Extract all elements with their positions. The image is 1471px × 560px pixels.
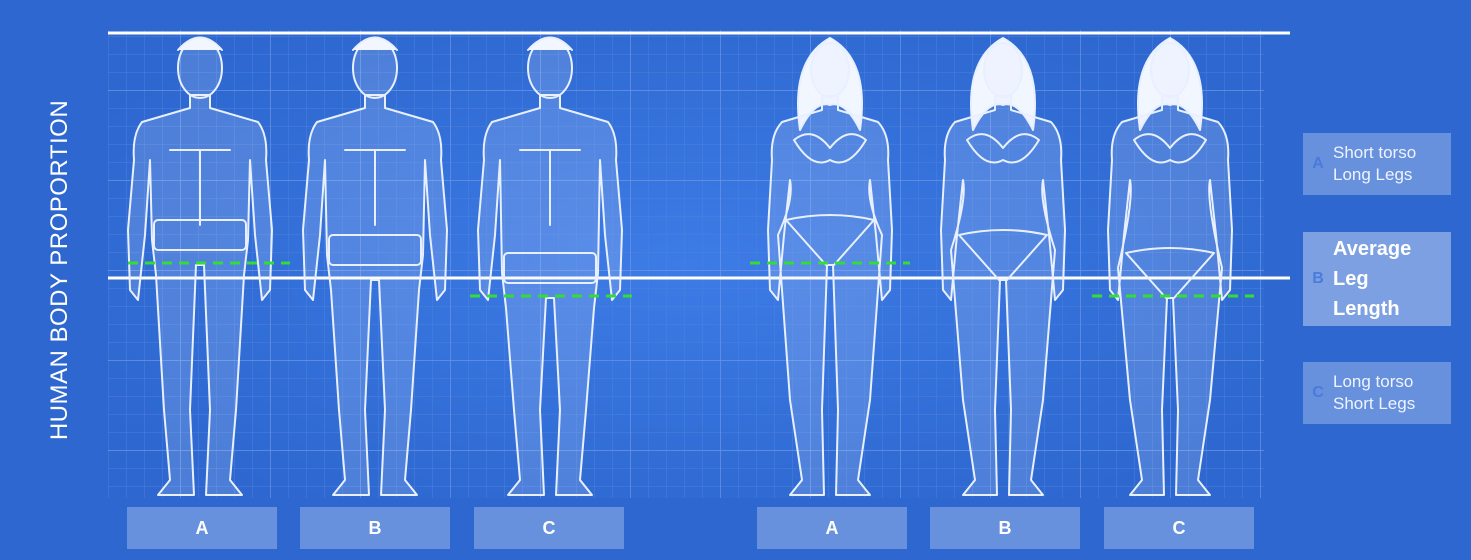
diagram-title: HUMAN BODY PROPORTION [46, 100, 74, 440]
female-figure-a-head [811, 43, 849, 97]
male-label-a: A [127, 507, 277, 549]
legend-letter-c: C [1303, 384, 1333, 402]
legend-letter-a: A [1303, 155, 1333, 173]
female-figure-b-head [984, 43, 1022, 97]
female-label-c: C [1104, 507, 1254, 549]
legend-a-line2: Long Legs [1333, 164, 1416, 186]
legend-b-line3: Length [1333, 294, 1411, 324]
legend-c-line1: Long torso [1333, 371, 1415, 393]
female-label-b: B [930, 507, 1080, 549]
legend-c-line2: Short Legs [1333, 393, 1415, 415]
legend-text-b: Average Leg Length [1333, 234, 1411, 324]
male-label-c: C [474, 507, 624, 549]
female-label-a: A [757, 507, 907, 549]
legend-b-line1: Average [1333, 234, 1411, 264]
legend-letter-b: B [1303, 270, 1333, 288]
legend-b-line2: Leg [1333, 264, 1411, 294]
legend-item-a: A Short torso Long Legs [1303, 133, 1451, 195]
legend-item-c: C Long torso Short Legs [1303, 362, 1451, 424]
legend-item-b: B Average Leg Length [1303, 232, 1451, 326]
female-figure-c-head [1151, 43, 1189, 97]
legend-text-a: Short torso Long Legs [1333, 142, 1416, 186]
legend-a-line1: Short torso [1333, 142, 1416, 164]
male-label-b: B [300, 507, 450, 549]
legend-text-c: Long torso Short Legs [1333, 371, 1415, 415]
